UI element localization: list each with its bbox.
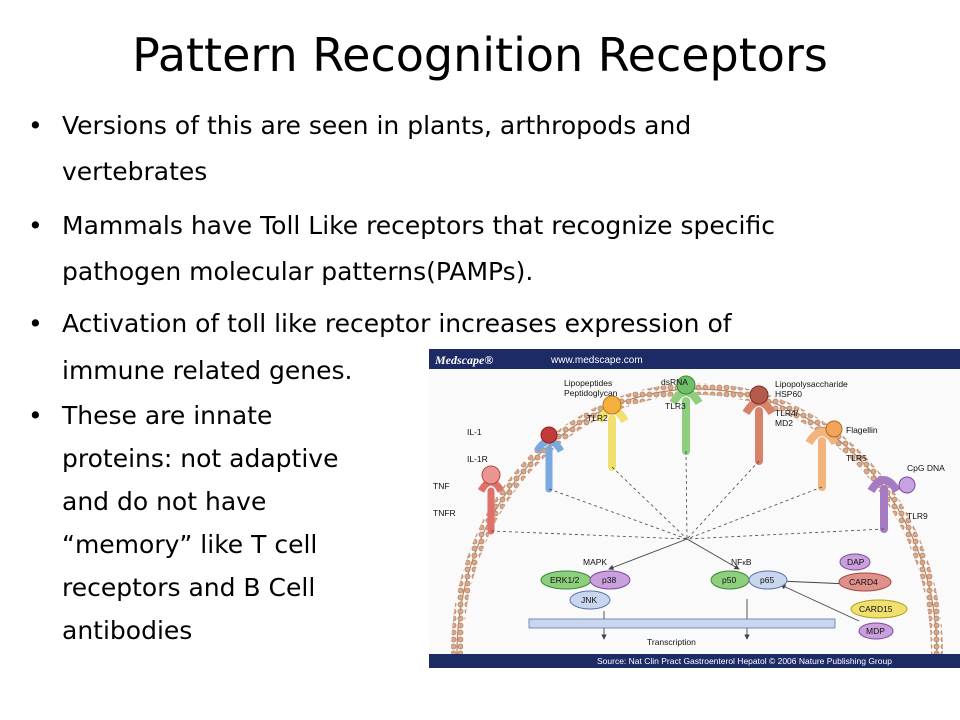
header-url: www.medscape.com [550,355,643,366]
label-tlr2: TLR2 [587,413,608,423]
card4-protein [838,572,892,592]
label-lipopeptides: Lipopeptides [564,378,612,388]
label-tlr5: TLR5 [846,453,867,463]
label-dap: DAP [847,557,865,567]
label-nfkb-nf: NF [731,557,742,567]
figure-svg: Medscape® www.medscape.com [429,349,960,668]
p65-protein [748,570,788,590]
label-il1: IL-1 [467,427,482,437]
figure-source: Source: Nat Clin Pract Gastroenterol Hep… [597,656,892,666]
bullet-dot: • [28,111,43,140]
label-tlr3: TLR3 [665,401,686,411]
bullet-4-line-1: These are innate [62,401,273,430]
mdp-protein [858,622,894,640]
bullet-4-line-5: receptors and B Cell [62,573,316,602]
jnk-protein [569,590,611,610]
dna-strand [528,618,836,629]
tlr5-receptor [805,420,843,491]
label-card15: CARD15 [859,604,893,614]
bullet-2-line-1: Mammals have Toll Like receptors that re… [62,211,775,240]
bullet-4-line-6: antibodies [62,616,193,645]
label-md2: MD2 [775,418,793,428]
label-transcription: Transcription [647,637,696,647]
slide-title: Pattern Recognition Receptors [132,28,828,82]
label-dsrna: dsRNA [661,377,688,387]
label-nfkb-b: B [746,557,752,567]
bullet-3-line-2: immune related genes. [62,356,353,385]
bullet-dot: • [28,309,43,338]
label-hsp60: HSP60 [775,389,802,399]
tnfr-receptor [477,465,505,535]
label-nfkb-kappa: κ [742,560,746,567]
label-tnf: TNF [433,481,450,491]
tlr2-receptor [595,395,629,471]
bullet-1-line-1: Versions of this are seen in plants, art… [62,111,692,140]
figure-header [429,349,960,369]
label-tnfr: TNFR [433,508,456,518]
tlr9-receptor [867,476,916,533]
il1r-receptor [533,426,565,493]
label-cpg-dna: CpG DNA [907,463,945,473]
label-p50: p50 [722,575,736,585]
tlr4-receptor [742,385,776,465]
label-nfkb: NFκB [731,557,752,567]
dap-protein [839,553,871,571]
label-mdp: MDP [866,626,885,636]
bullet-4-line-4: “memory” like T cell [62,530,318,559]
label-p38: p38 [602,575,616,585]
pathway-arrows [601,538,860,640]
bullet-dot: • [28,211,43,240]
bullet-2-line-2: pathogen molecular patterns(PAMPs). [62,257,534,286]
bullet-3-line-1: Activation of toll like receptor increas… [62,309,732,338]
label-il1r: IL-1R [467,454,488,464]
bullet-4-line-3: and do not have [62,487,267,516]
tlr3-receptor [669,375,703,455]
label-peptidoglycan: Peptidoglycan [564,388,618,398]
tlr-pathway-figure: Medscape® www.medscape.com [429,349,960,668]
signal-lines [490,450,885,540]
card15-protein [850,599,908,619]
membrane-midline [456,388,938,655]
bullet-4-line-2: proteins: not adaptive [62,444,339,473]
p38-protein [589,570,631,590]
bullet-dot: • [28,401,43,430]
label-erk: ERK1/2 [550,575,580,585]
label-tlr9: TLR9 [907,511,928,521]
medscape-logo: Medscape® [434,353,493,367]
figure-footer [429,654,960,668]
bullet-1-line-2: vertebrates [62,157,208,186]
label-mapk: MAPK [583,557,607,567]
label-p65: p65 [760,575,774,585]
label-tlr4: TLR4/ [775,408,799,418]
label-card4: CARD4 [849,577,878,587]
label-jnk: JNK [581,595,597,605]
label-lipopolysaccharide: Lipopolysaccharide [775,379,848,389]
label-flagellin: Flagellin [846,425,878,435]
